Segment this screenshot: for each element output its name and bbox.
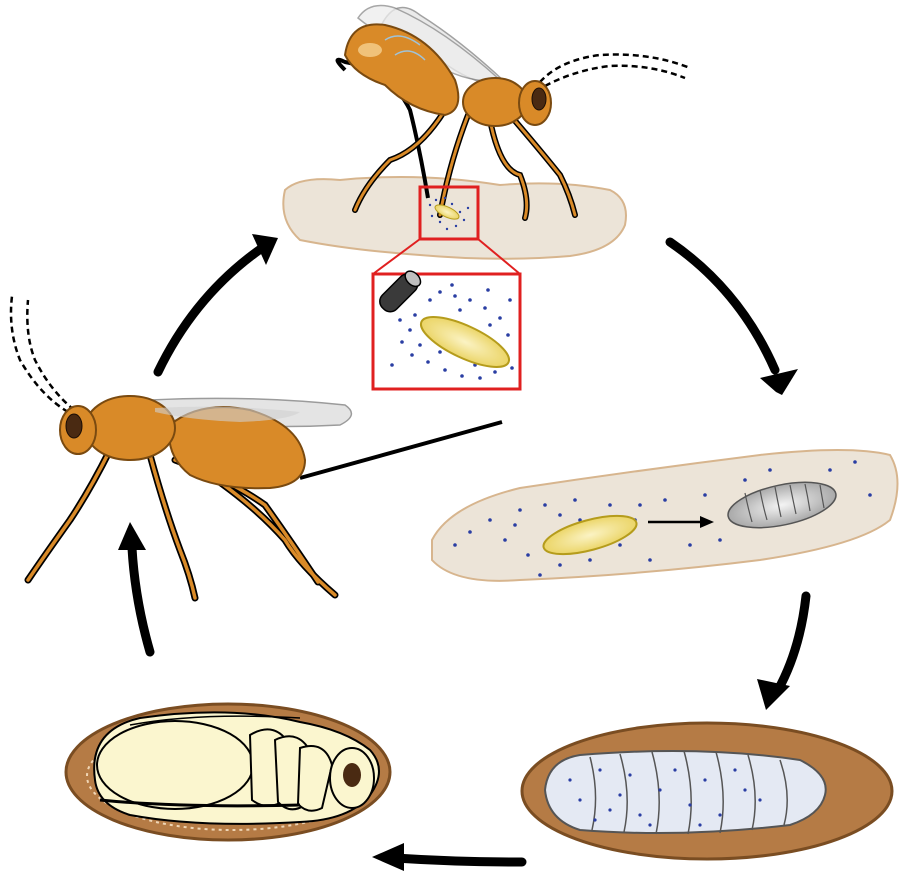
wood-plank-right xyxy=(431,449,899,582)
wasp-top-antenna-2 xyxy=(544,64,686,88)
oviposition-site-box xyxy=(418,185,480,241)
cycle-arrowheads xyxy=(118,234,798,871)
arrowhead-right xyxy=(757,679,790,710)
wasp-top-eye xyxy=(531,87,547,111)
spores-wood xyxy=(453,460,872,577)
wasp-ovipositing xyxy=(335,4,691,221)
arrow-top-right xyxy=(665,237,780,375)
pupa-icon xyxy=(93,711,380,825)
arrow-top-left xyxy=(153,243,267,377)
egg-inset xyxy=(419,316,511,368)
larva-chamber-body xyxy=(543,750,827,835)
wasp-top-thorax xyxy=(462,77,528,127)
ovipositor-icon xyxy=(379,270,422,313)
inset-connector-left xyxy=(372,238,421,275)
arrowhead-top-left xyxy=(252,234,278,265)
oviposition-inset xyxy=(371,270,522,391)
egg-small xyxy=(434,204,460,220)
inset-connector-right xyxy=(477,238,521,275)
arrowhead-bottom xyxy=(372,843,404,871)
arrow-bottom xyxy=(390,853,527,867)
wasp-icon xyxy=(9,295,503,602)
wasp-top-spot xyxy=(358,43,382,57)
arrowhead-bottom-left xyxy=(118,522,146,550)
hatch-arrowhead xyxy=(700,516,714,528)
arrow-right xyxy=(773,591,811,695)
wasp-top-antenna-1 xyxy=(539,53,691,83)
spores-small xyxy=(428,196,470,231)
arrowhead-top-right xyxy=(760,369,798,395)
arrow-bottom-left xyxy=(127,543,155,657)
cycle-arrows xyxy=(127,237,811,867)
egg-icon xyxy=(542,514,638,556)
wasp-top-legs-fill xyxy=(353,108,577,220)
larva-icon xyxy=(727,481,837,529)
